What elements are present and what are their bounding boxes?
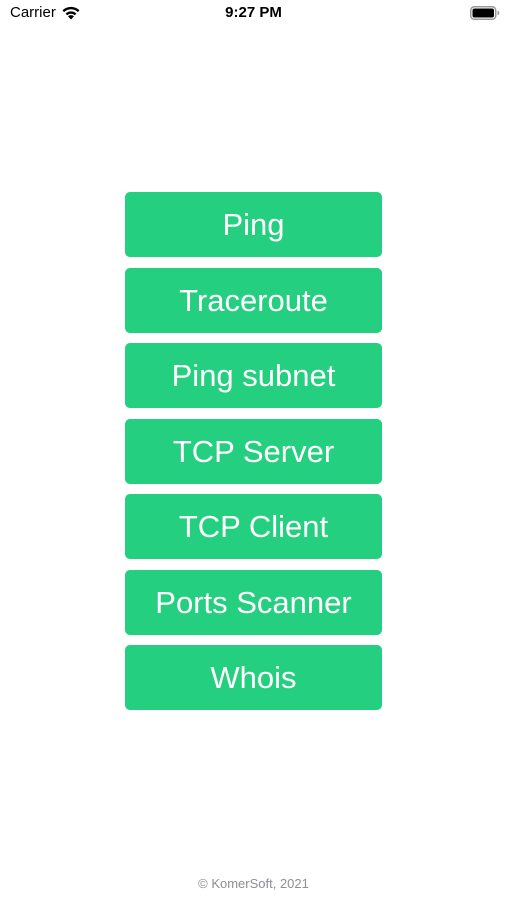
status-bar: Carrier 9:27 PM <box>0 0 507 30</box>
carrier-label: Carrier <box>10 4 56 21</box>
traceroute-button[interactable]: Traceroute <box>125 267 382 333</box>
wifi-icon <box>62 6 80 20</box>
whois-button[interactable]: Whois <box>125 645 382 710</box>
ping-button[interactable]: Ping <box>125 192 382 257</box>
tcp-client-button[interactable]: TCP Client <box>125 494 382 559</box>
status-time: 9:27 PM <box>225 4 282 21</box>
ping-subnet-button[interactable]: Ping subnet <box>125 343 382 408</box>
tcp-server-button[interactable]: TCP Server <box>125 418 382 484</box>
tools-menu: Ping Traceroute Ping subnet TCP Server T… <box>125 192 382 721</box>
copyright-footer: © KomerSoft, 2021 <box>198 876 309 891</box>
battery-icon <box>470 6 500 20</box>
ports-scanner-button[interactable]: Ports Scanner <box>125 569 382 635</box>
